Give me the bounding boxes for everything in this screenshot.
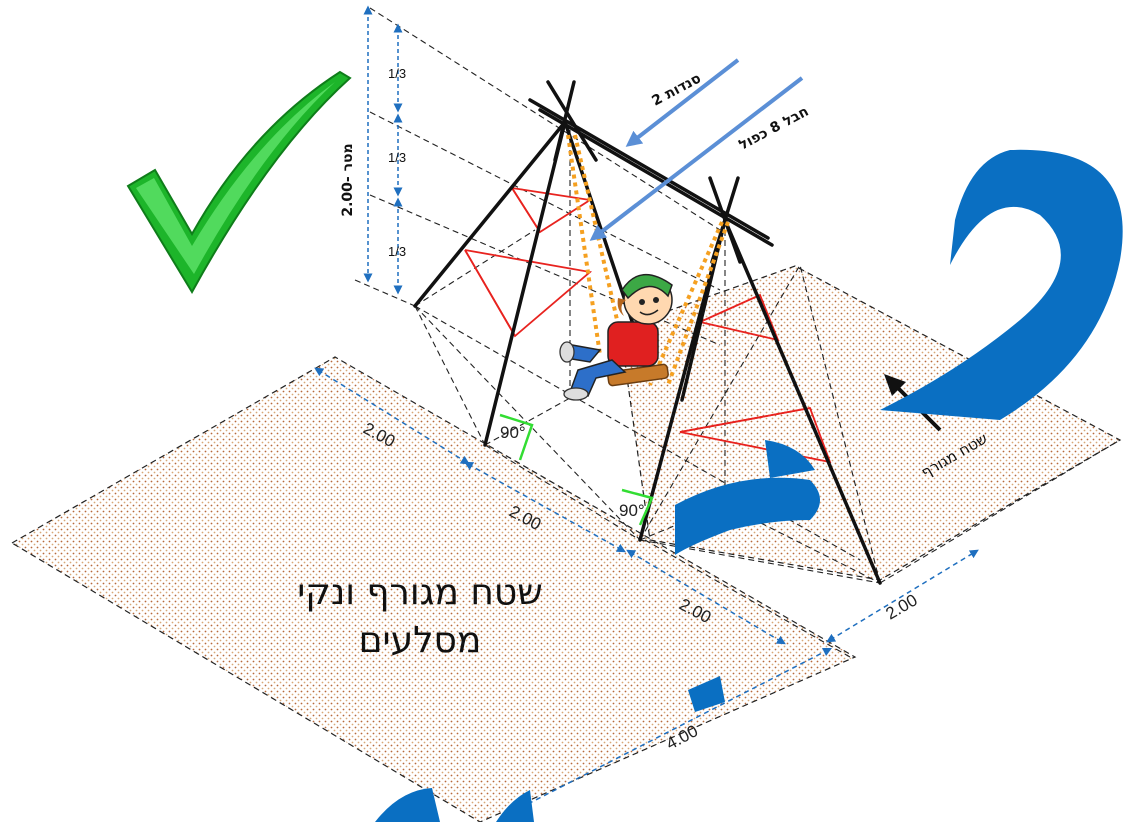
third-label-1: 1/3	[388, 66, 406, 81]
main-area-subtitle: מסלעים	[359, 620, 482, 661]
child-on-swing-icon	[559, 273, 673, 401]
arrow-icon	[589, 58, 804, 241]
red-bracing	[464, 187, 832, 464]
blue-decorative-shapes	[375, 149, 1123, 822]
third-label-2: 1/3	[388, 150, 406, 165]
swing-frame	[413, 80, 882, 585]
seats-label: 2 סנדות	[649, 70, 703, 109]
angle-label-1: 90°	[500, 423, 526, 442]
checkmark-icon	[126, 70, 352, 295]
swing-ropes	[566, 134, 730, 386]
third-label-3: 1/3	[388, 244, 406, 259]
height-dimension	[363, 5, 403, 295]
main-area-title: שטח מגורף ונקי	[297, 572, 543, 613]
height-label: 2.00- מטר	[340, 143, 356, 216]
rope-label: חבל 8 כפול	[736, 103, 811, 153]
right-angle-markers	[499, 413, 654, 526]
ground-dimensions	[314, 367, 979, 811]
dim-label-d: 2.00	[883, 590, 921, 623]
angle-label-2: 90°	[619, 501, 645, 520]
